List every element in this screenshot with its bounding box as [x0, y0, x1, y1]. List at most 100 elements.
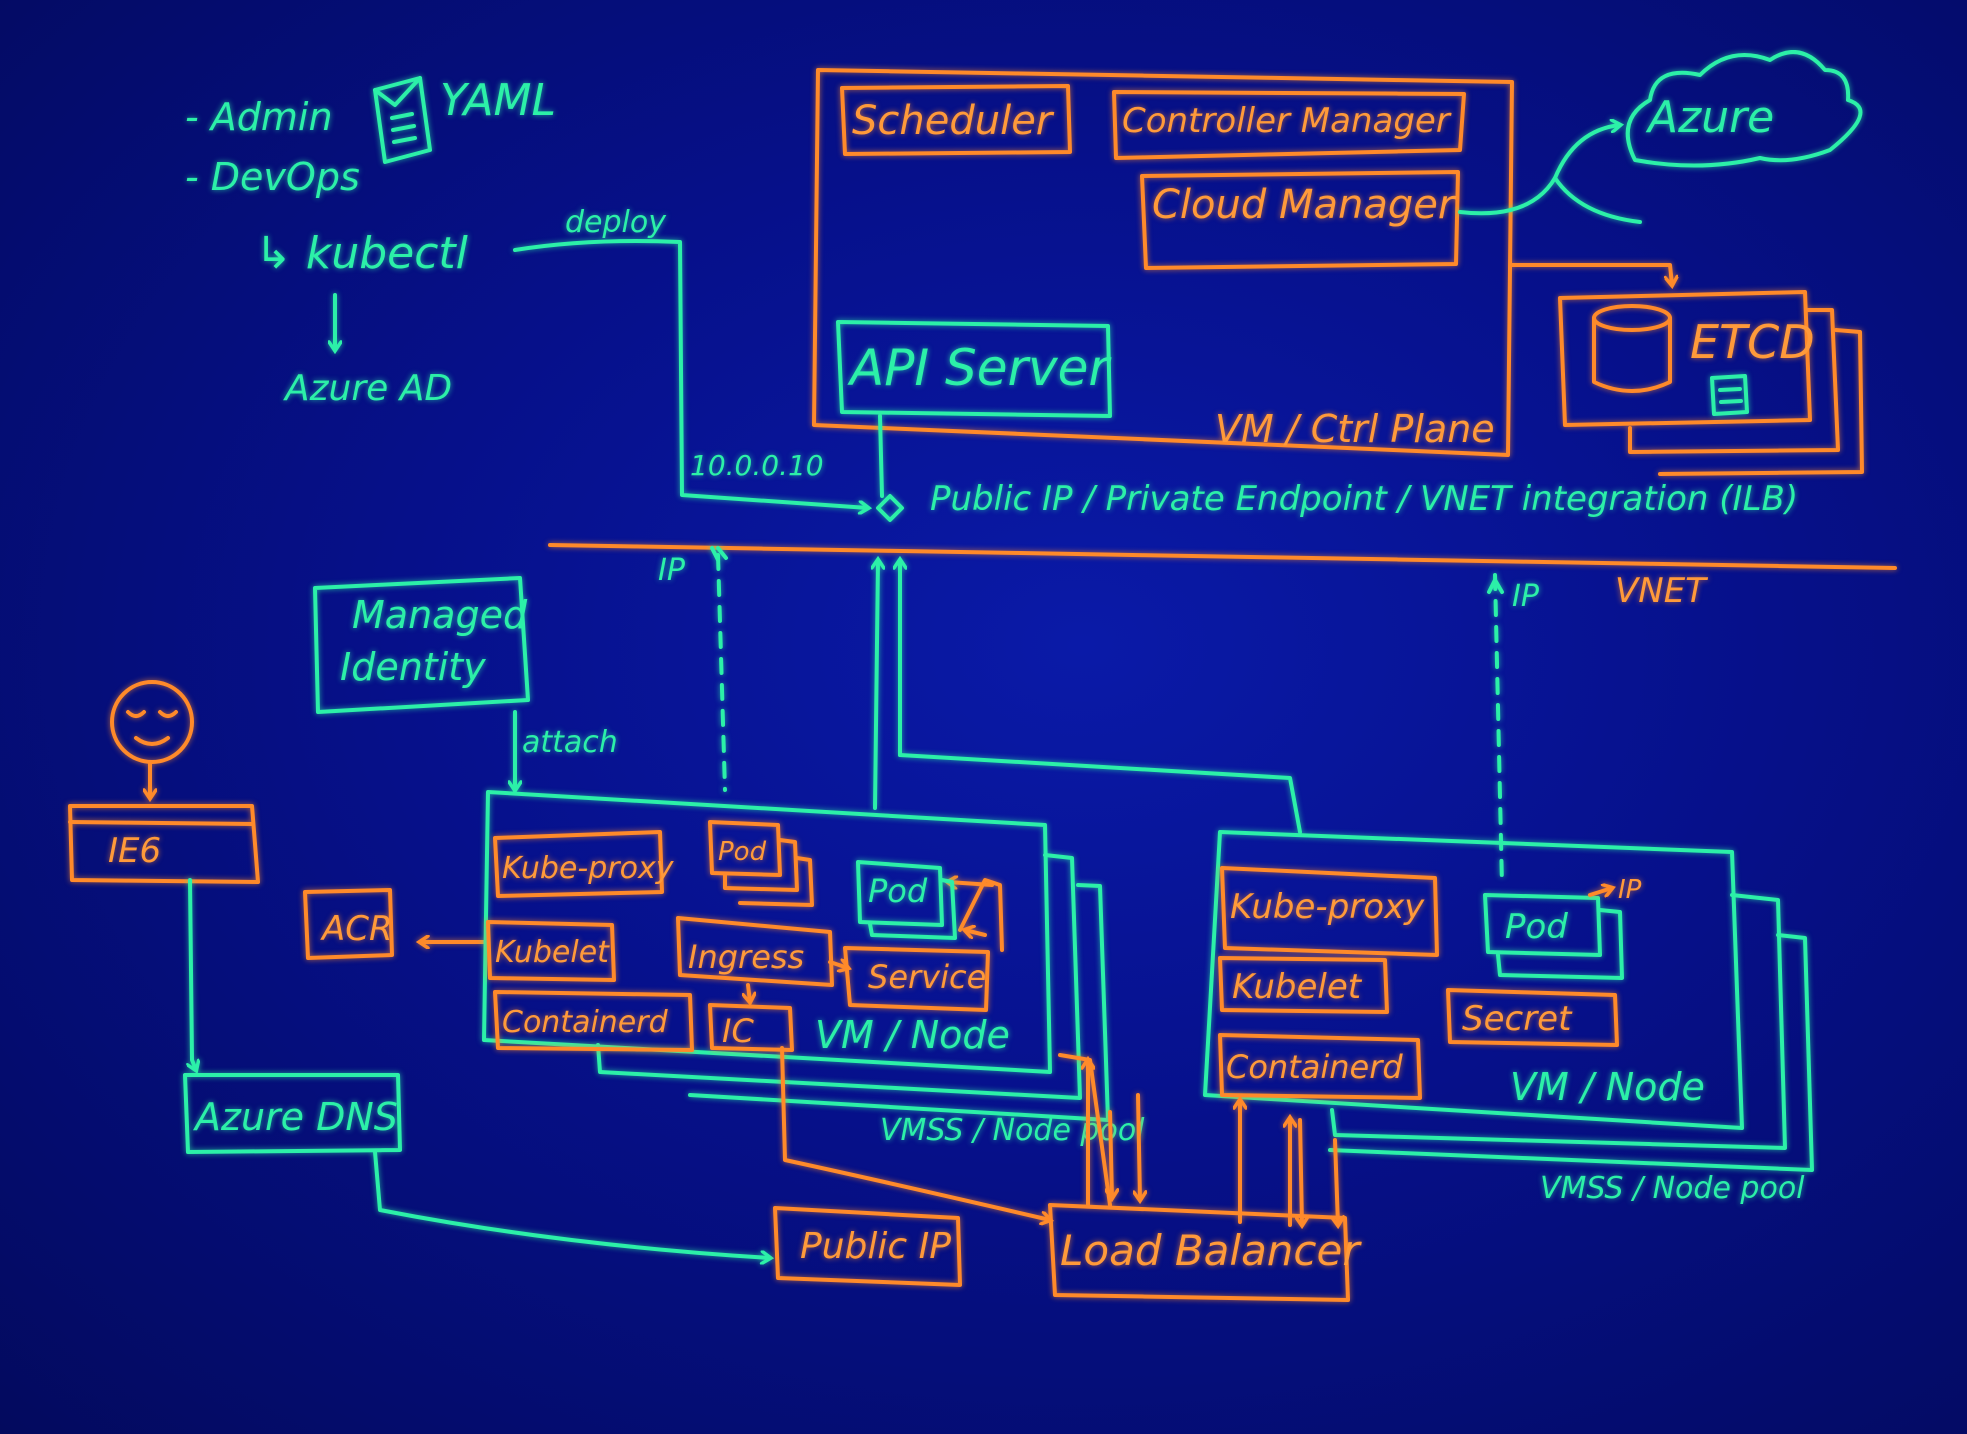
right-node-label: VM / Node — [1510, 1065, 1705, 1109]
left-kube-proxy-label: Kube-proxy — [502, 851, 675, 886]
admin-label: - Admin — [185, 95, 333, 139]
left-node-label: VM / Node — [815, 1013, 1010, 1057]
left-ic-label: IC — [722, 1012, 754, 1050]
left-pod-stack-label: Pod — [718, 837, 767, 867]
browser-titlebar — [68, 820, 254, 826]
left-ingress-box — [676, 916, 834, 987]
user-smiley-icon — [110, 680, 194, 764]
scheduler-box: Scheduler — [852, 98, 1055, 144]
right-pool-label: VMSS / Node pool — [1540, 1171, 1805, 1206]
endpoint-diamond-icon — [876, 494, 904, 522]
ic-to-load-balancer-arrow — [780, 1046, 1050, 1220]
controller-manager-box: Controller Manager — [1122, 101, 1452, 141]
service-to-pod-arrow-1 — [965, 930, 987, 935]
ip-right-label: IP — [1512, 579, 1540, 614]
deploy-arrow — [513, 239, 868, 508]
right-containerd-box — [1218, 1033, 1422, 1100]
etcd-store: ETCD — [1558, 290, 1864, 476]
cloud-manager-to-azure-arrow — [1458, 125, 1620, 216]
devops-label: - DevOps — [185, 155, 360, 199]
left-containerd-label: Containerd — [502, 1005, 669, 1040]
deploy-label: deploy — [565, 205, 667, 240]
api-server-to-endpoint-line — [878, 414, 884, 498]
yaml-label: YAML — [440, 75, 556, 126]
browser-to-dns-arrow — [190, 878, 196, 1070]
right-pod-box — [1483, 893, 1602, 957]
ip-left-label: IP — [658, 553, 686, 588]
managed-identity-box-outline — [313, 576, 530, 714]
endpoint-label: Public IP / Private Endpoint / VNET inte… — [930, 479, 1798, 519]
lb-to-right-node-arrow-3 — [1300, 1118, 1302, 1225]
left-pod-stack-box — [708, 820, 782, 877]
right-node-pool: VM / Node VMSS / Node pool Pod — [1203, 830, 1814, 1206]
left-pod-box — [856, 860, 944, 927]
right-kubelet-label: Kubelet — [1232, 967, 1363, 1007]
left-ic-box — [708, 1003, 794, 1052]
yaml-document-icon — [373, 76, 432, 164]
node2-to-api-line — [898, 753, 1302, 834]
left-ingress-label: Ingress — [688, 938, 804, 976]
kubectl-label: ↳ kubectl — [255, 228, 469, 279]
azure-dns-box-outline — [183, 1073, 402, 1154]
acr-label: ACR — [320, 909, 393, 949]
browser-window-outline — [68, 804, 260, 884]
ip-right-dashed-line — [1493, 573, 1504, 887]
azure-cloud-icon — [1625, 50, 1863, 168]
api-ip-label: 10.0.0.10 — [690, 449, 824, 482]
left-kubelet-box — [486, 920, 616, 982]
ip-left-dashed-line — [716, 553, 727, 792]
ingress-to-service-arrow — [828, 962, 848, 968]
left-kubelet-label: Kubelet — [495, 935, 610, 970]
lb-to-right-node-arrow-4 — [1335, 1138, 1338, 1225]
right-pod-ip-label: IP — [1618, 875, 1642, 905]
left-pool-label: VMSS / Node pool — [880, 1113, 1145, 1148]
node-to-api-arrow-1 — [875, 560, 878, 810]
left-node-pool: VM / Node VMSS / Node pool — [482, 790, 1145, 1148]
right-pod-ip-arrow — [1588, 888, 1612, 895]
lb-to-left-node-line — [1058, 1053, 1112, 1207]
load-balancer-label: Load Balancer — [1060, 1226, 1362, 1275]
left-pod-label: Pod — [868, 872, 928, 910]
attach-label: attach — [522, 725, 618, 760]
public-ip-label: Public IP — [800, 1226, 951, 1267]
left-kube-proxy-box — [493, 830, 664, 898]
public-ip-box-outline — [773, 1206, 962, 1287]
dns-to-public-ip-arrow — [373, 1150, 770, 1258]
right-kube-proxy-box — [1220, 866, 1439, 957]
right-kube-proxy-label: Kube-proxy — [1230, 887, 1425, 927]
api-server-box-outline — [836, 320, 1112, 418]
cloud-manager-box: Cloud Manager — [1152, 182, 1457, 228]
lb-to-left-node-arrow-2 — [1110, 1110, 1112, 1198]
service-to-pod-arrow-2 — [948, 882, 994, 885]
vnet-label: VNET — [1615, 571, 1708, 611]
left-service-label: Service — [868, 958, 986, 996]
ctrl-plane-label: VM / Ctrl Plane — [1215, 407, 1495, 451]
etcd-label: ETCD — [1690, 315, 1815, 369]
azure-dns-label: Azure DNS — [192, 1095, 398, 1139]
vnet-boundary-line — [548, 543, 1897, 570]
ip-right-arrowhead — [1487, 578, 1504, 594]
left-service-box — [843, 946, 990, 1012]
ip-left-arrowhead — [710, 546, 728, 562]
acr-box-outline — [303, 888, 394, 960]
azure-label: Azure — [1645, 92, 1774, 143]
azure-ad-label: Azure AD — [283, 368, 452, 409]
etcd-document-icon — [1710, 374, 1749, 416]
right-kubelet-box — [1218, 956, 1389, 1014]
right-secret-label: Secret — [1462, 999, 1573, 1039]
right-pod-label: Pod — [1505, 907, 1568, 947]
control-plane-vm: Scheduler Controller Manager Cloud Manag… — [812, 68, 1672, 457]
cloud-manager-to-vmss-line — [1553, 176, 1642, 224]
ingress-to-ic-arrow — [748, 983, 750, 1002]
api-server-box: API Server — [847, 339, 1112, 397]
ctrl-plane-to-etcd-arrow — [1510, 263, 1672, 285]
load-balancer-box-outline — [1048, 1203, 1350, 1302]
managed-identity-line2: Identity — [340, 645, 486, 689]
right-secret-box — [1446, 988, 1619, 1047]
lb-to-left-node-arrow-3 — [1138, 1093, 1140, 1200]
right-containerd-label: Containerd — [1226, 1048, 1403, 1086]
left-containerd-box — [493, 990, 694, 1052]
managed-identity-line1: Managed — [352, 593, 528, 637]
browser-label: IE6 — [108, 831, 161, 871]
